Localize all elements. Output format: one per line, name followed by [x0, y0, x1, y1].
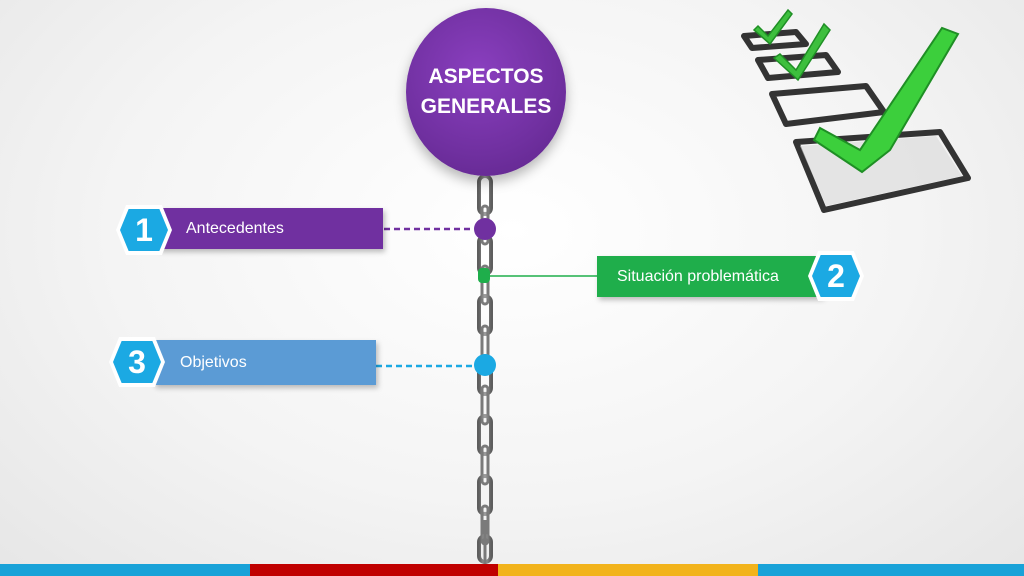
item-2-banner[interactable]: Situación problemática	[597, 256, 822, 297]
item-2-number: 2	[827, 257, 845, 294]
item-3-banner[interactable]: Objetivos	[154, 340, 376, 385]
item-2-badge: 2	[808, 251, 864, 301]
chain-link	[480, 444, 490, 486]
footer-stripe-1	[0, 564, 250, 576]
item-3-number: 3	[128, 343, 146, 380]
chain-node-2	[478, 268, 490, 283]
chain-node-1	[474, 218, 496, 240]
item-1-badge: 1	[116, 205, 172, 255]
footer-stripe-3	[498, 564, 758, 576]
item-1-banner[interactable]: Antecedentes	[158, 208, 383, 249]
chain-link	[480, 264, 490, 306]
checklist-icon	[741, 8, 971, 213]
footer-stripe-2	[250, 564, 498, 576]
chain-link	[477, 474, 493, 516]
item-2-label: Situación problemática	[617, 267, 779, 285]
title-line-1: ASPECTOS	[428, 65, 544, 88]
item-3-badge: 3	[109, 337, 165, 387]
item-1-label: Antecedentes	[186, 219, 284, 237]
chain-link	[480, 384, 490, 426]
title-line-2: GENERALES	[420, 95, 552, 118]
chain	[477, 174, 493, 564]
title-circle: ASPECTOS GENERALES	[406, 8, 566, 176]
chain-link	[477, 174, 493, 216]
item-1-number: 1	[135, 211, 153, 248]
chain-link	[477, 414, 493, 456]
chain-node-3	[474, 354, 496, 376]
chain-link	[477, 294, 493, 336]
item-3-label: Objetivos	[180, 353, 247, 371]
footer-stripe-4	[758, 564, 1024, 576]
